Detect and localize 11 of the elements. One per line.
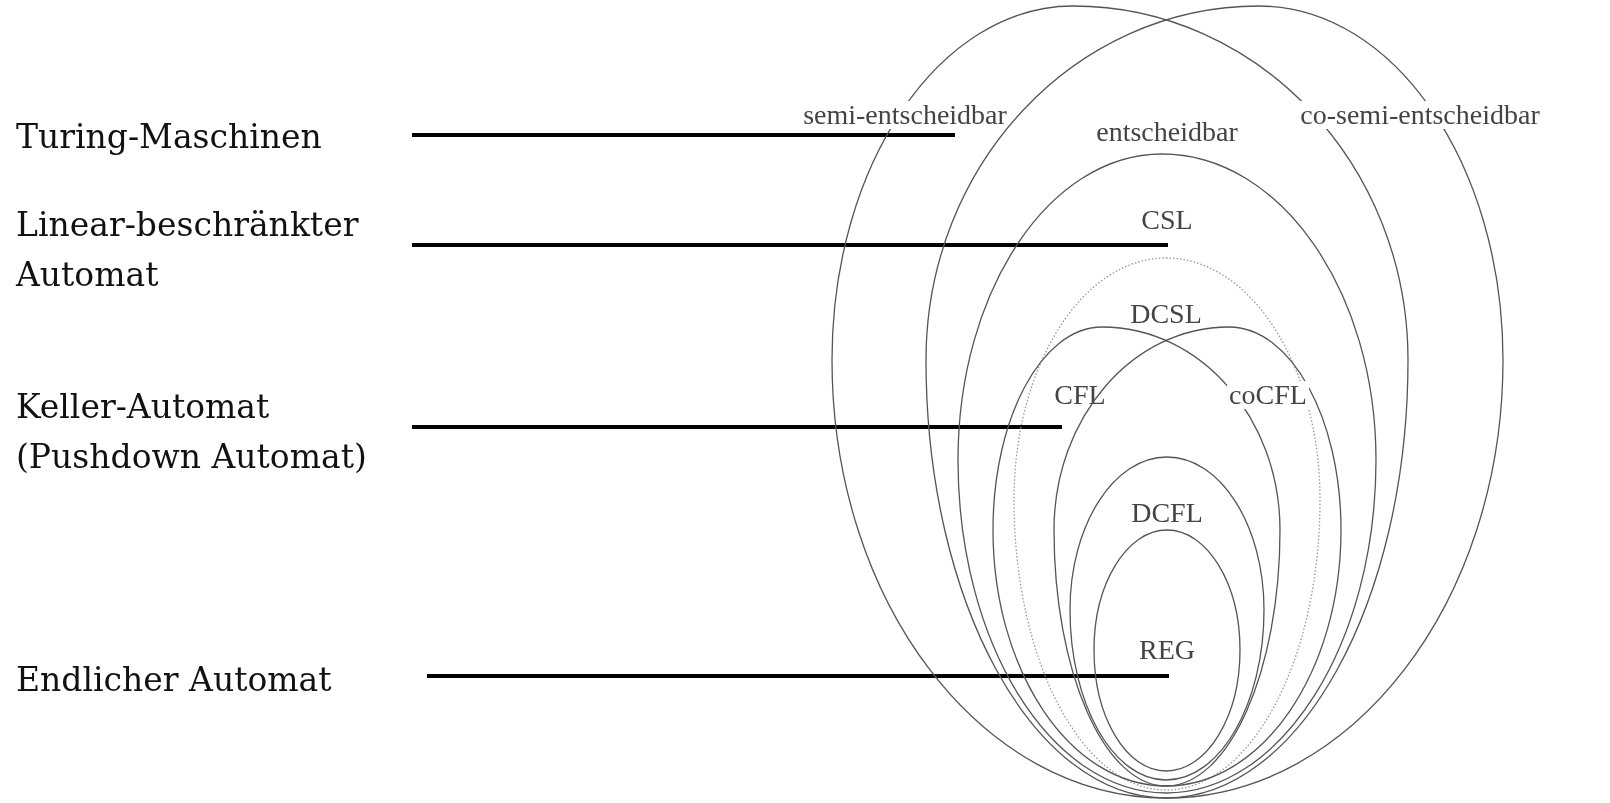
automaton-label: Turing-Maschinen bbox=[16, 116, 323, 158]
leader-line bbox=[427, 674, 1169, 678]
leader-line bbox=[412, 133, 955, 137]
automaton-label: Endlicher Automat bbox=[16, 659, 333, 701]
automaton-label: Keller-Automat (Pushdown Automat) bbox=[16, 386, 368, 478]
set-label: co-semi-entscheidbar bbox=[1298, 101, 1542, 129]
automaton-label: Linear-beschränkter Automat bbox=[16, 204, 360, 296]
set-label: coCFL bbox=[1227, 381, 1309, 409]
set-label: semi-entscheidbar bbox=[801, 101, 1009, 129]
leader-line bbox=[412, 425, 1062, 429]
leader-line bbox=[412, 243, 1168, 247]
